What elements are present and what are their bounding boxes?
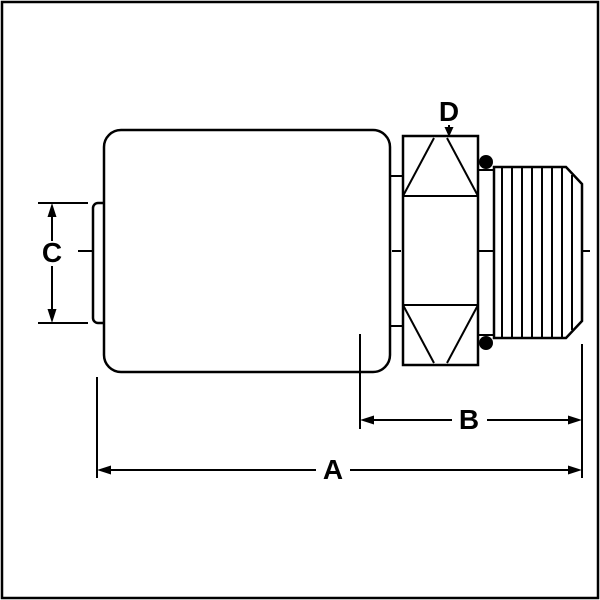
dimension-c: C (38, 202, 88, 324)
hex-corner-line (402, 304, 435, 364)
thread-outline (492, 165, 584, 340)
dim-c-arrow-up (47, 203, 57, 217)
dim-a-arrow-right (568, 465, 582, 475)
dim-d-label: D (439, 96, 459, 127)
dim-a-arrow-left (97, 465, 111, 475)
dim-b-label: B (459, 404, 479, 435)
dim-a-label: A (323, 454, 343, 485)
hex-corner-line (446, 137, 479, 197)
hex-corner-line (446, 304, 479, 364)
dim-c-label: C (42, 237, 62, 268)
o-ring-top (479, 155, 493, 169)
ferrule-body (102, 128, 392, 374)
dimension-d: D (439, 96, 459, 137)
hex-nut (401, 134, 480, 367)
dim-b-arrow-right (568, 415, 582, 425)
hex-corner-line (402, 137, 435, 197)
hex-outline (401, 134, 480, 367)
dim-b-arrow-left (360, 415, 374, 425)
male-thread (492, 165, 584, 340)
o-ring-bottom (479, 336, 493, 350)
dim-c-arrow-down (47, 309, 57, 323)
dimension-b: B (359, 334, 582, 435)
dim-d-arrowhead (444, 127, 454, 137)
dimension-a: A (96, 344, 583, 485)
o-ring-groove (478, 155, 494, 350)
